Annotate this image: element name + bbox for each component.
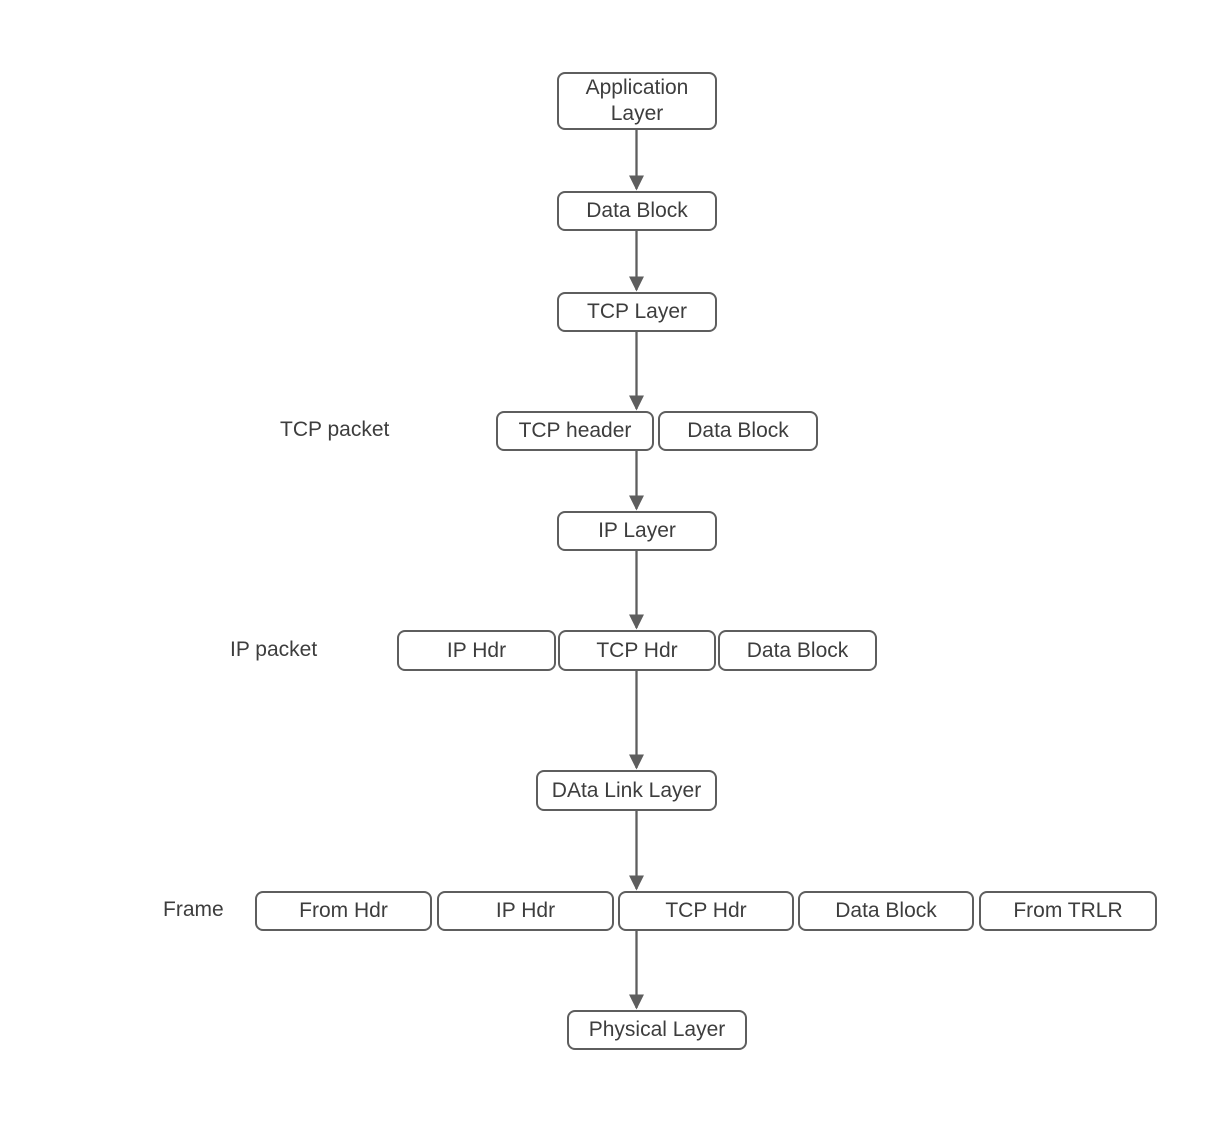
node-frame-ip-hdr: IP Hdr xyxy=(437,891,614,931)
node-physical-layer: Physical Layer xyxy=(567,1010,747,1050)
node-ip-layer: IP Layer xyxy=(557,511,717,551)
node-application-layer: Application Layer xyxy=(557,72,717,130)
node-frame-data-block: Data Block xyxy=(798,891,974,931)
node-tcp-header: TCP header xyxy=(496,411,654,451)
node-frame-from-trlr: From TRLR xyxy=(979,891,1157,931)
node-ip-hdr: IP Hdr xyxy=(397,630,556,671)
node-data-block-top: Data Block xyxy=(557,191,717,231)
node-ip-packet-data-block: Data Block xyxy=(718,630,877,671)
row-label-ip-packet: IP packet xyxy=(230,638,318,661)
row-label-tcp-packet: TCP packet xyxy=(280,418,390,441)
node-data-link-layer: DAta Link Layer xyxy=(536,770,717,811)
row-label-frame: Frame xyxy=(163,898,224,921)
node-frame-from-hdr: From Hdr xyxy=(255,891,432,931)
node-tcp-layer: TCP Layer xyxy=(557,292,717,332)
node-tcp-hdr: TCP Hdr xyxy=(558,630,716,671)
node-tcp-packet-data-block: Data Block xyxy=(658,411,818,451)
node-frame-tcp-hdr: TCP Hdr xyxy=(618,891,794,931)
